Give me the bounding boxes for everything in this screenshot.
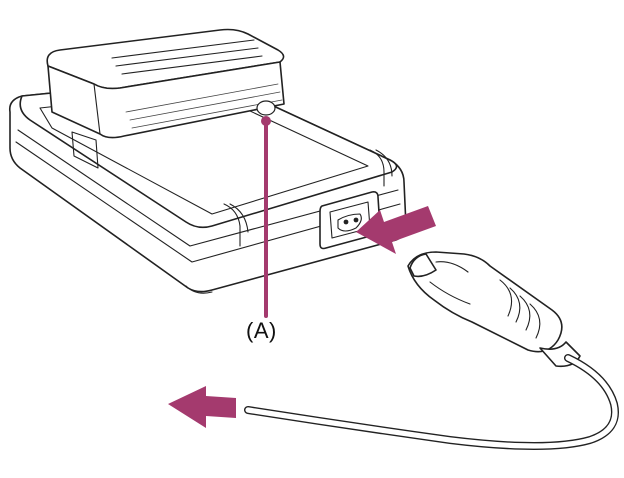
power-cord (244, 354, 619, 450)
callout-leader (261, 116, 271, 318)
charge-lamp (256, 100, 276, 116)
power-cord-plug (407, 251, 581, 368)
arrow-insert-icon (356, 206, 436, 254)
callout-label-a: (A) (246, 318, 277, 343)
battery-pack (46, 28, 285, 139)
arrow-to-outlet-icon (168, 386, 236, 428)
